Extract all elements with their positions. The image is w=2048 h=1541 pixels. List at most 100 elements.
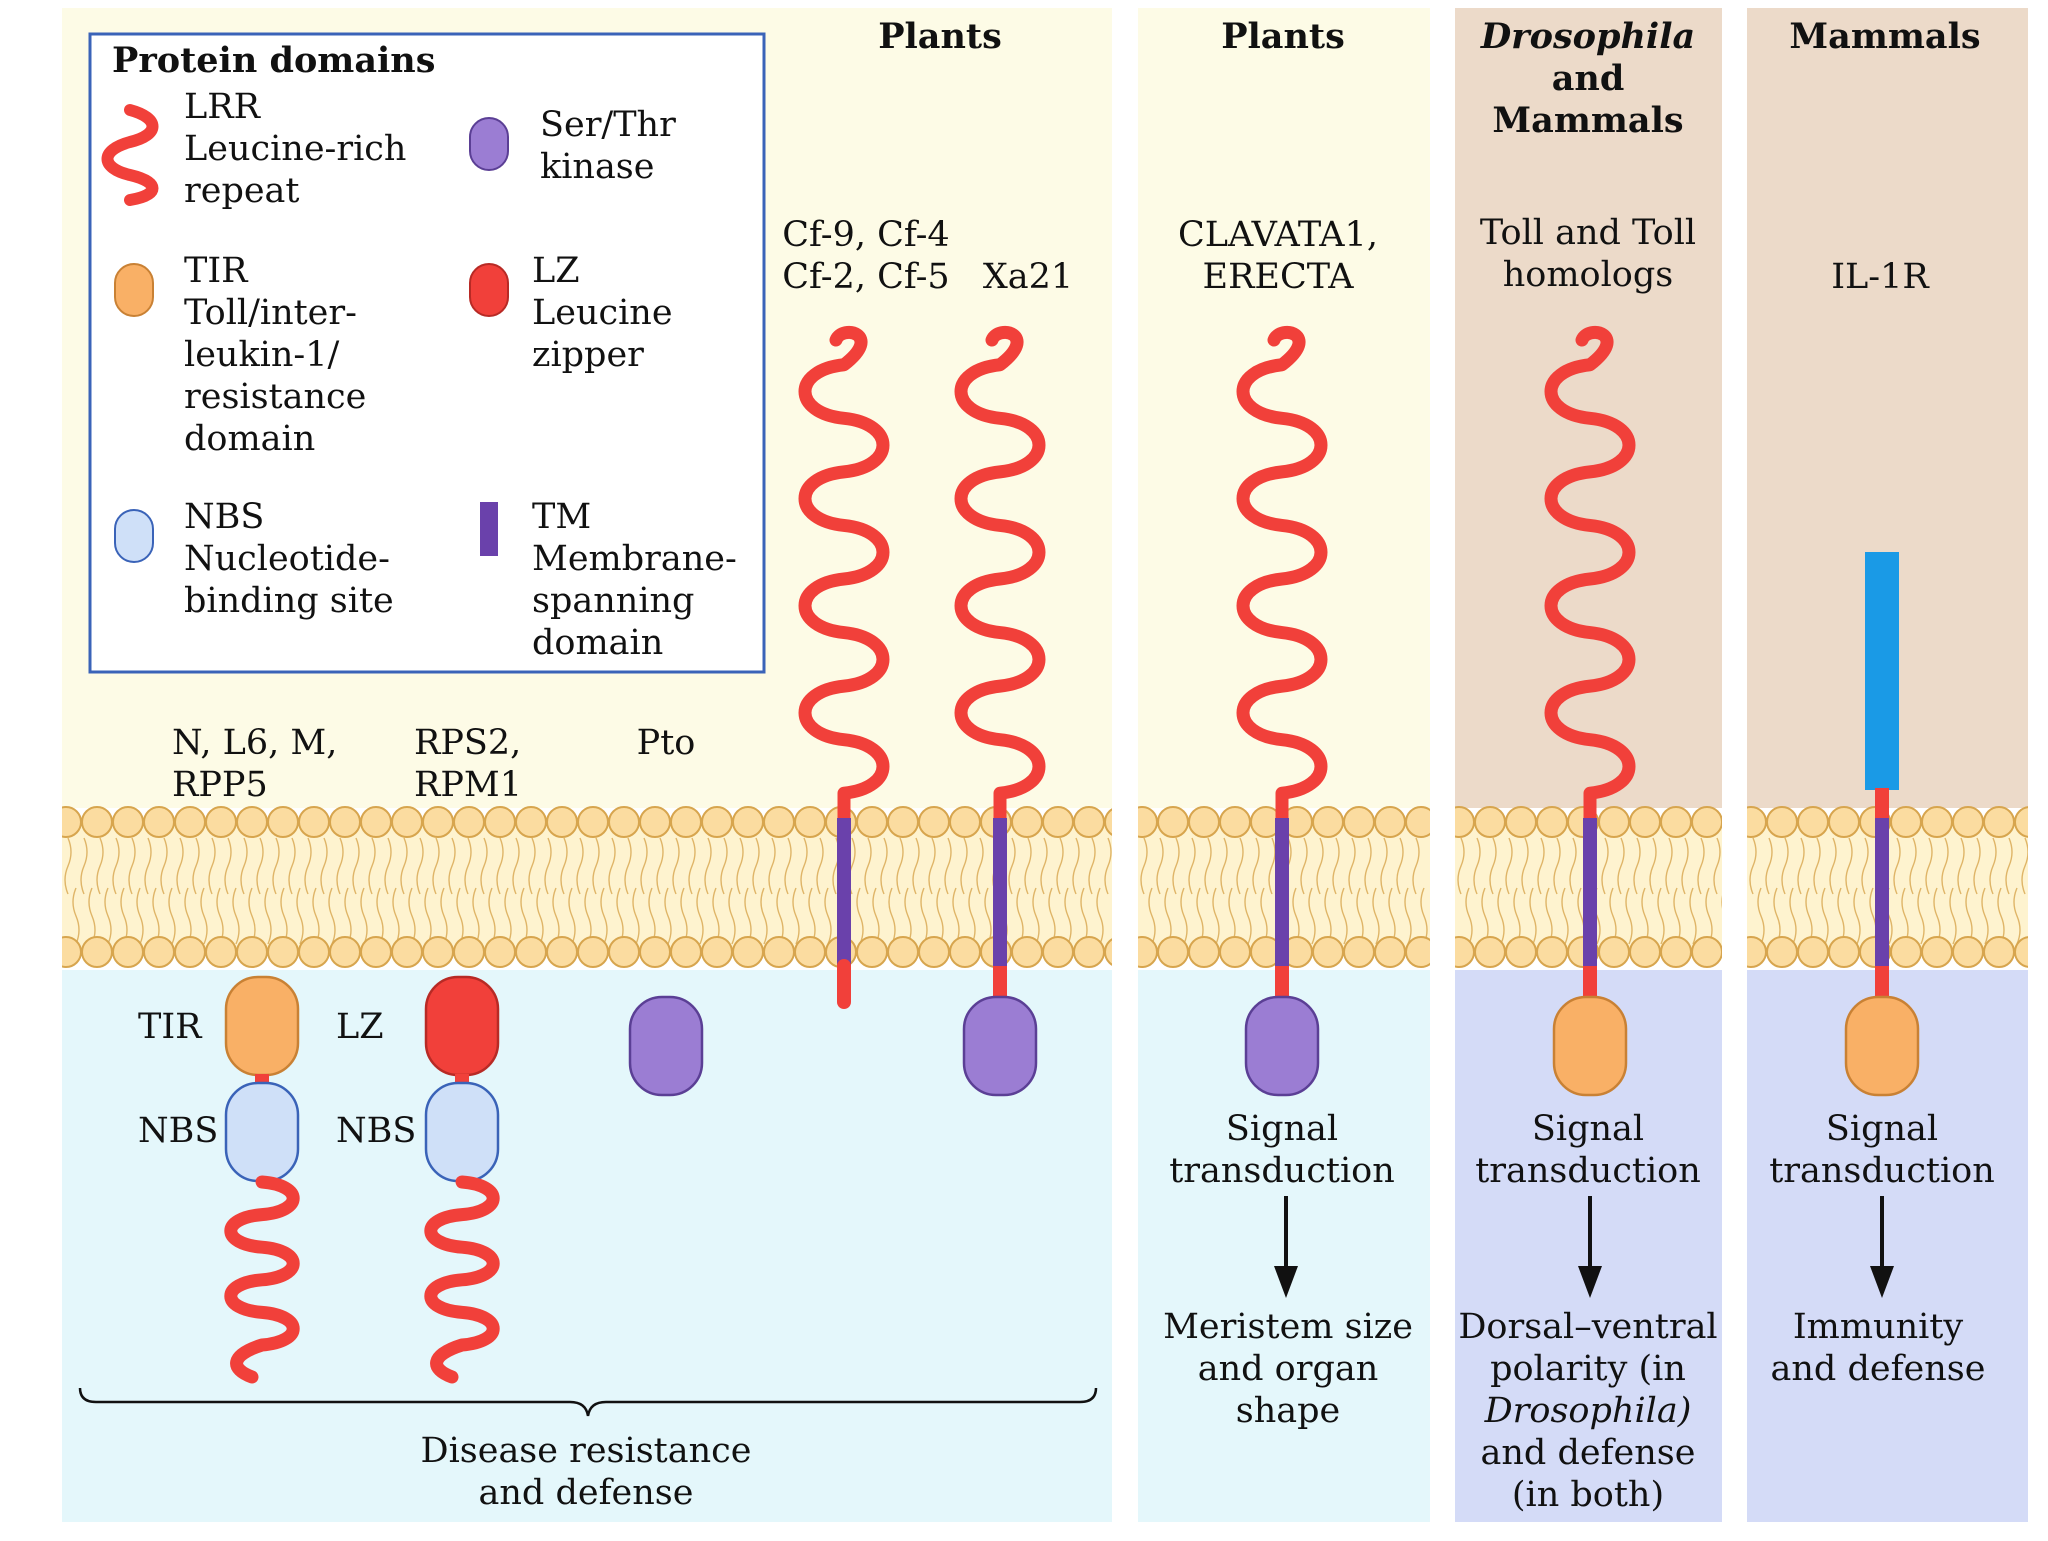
legend-tir-line2: leukin-1/ [184,335,339,375]
lz-legend-icon [469,263,509,317]
xa21-label: Xa21 [983,257,1073,297]
il1r-tir-domain [1844,995,1920,1097]
legend-nbs-line1: Nucleotide- [184,539,390,579]
lipid-head [794,936,826,968]
lipid-head [1073,806,1105,838]
lipid-head [577,806,609,838]
lipid-head [1797,936,1829,968]
membrane-bilayer-3 [1455,806,1722,968]
n-group-label-line1: N, L6, M, [172,723,337,763]
membrane-bilayer-4 [1747,806,2028,968]
lipid-head [732,936,764,968]
lipid-head [701,806,733,838]
lipid-head [1797,806,1829,838]
proteins [224,326,1920,1384]
dorsal-outcome-line3: Drosophila) [1484,1391,1692,1431]
lipid-head [1598,936,1630,968]
lipid-head [1828,936,1860,968]
immunity-outcome-line1: Immunity [1793,1307,1964,1347]
lipid-head [1343,806,1375,838]
lipid-head [62,936,82,968]
dorsal-outcome-line2: polarity (in [1490,1349,1686,1389]
legend-nbs-abbr: NBS [184,497,264,537]
lipid-head [546,936,578,968]
lipid-head [732,806,764,838]
rps-group-label-line2: RPM1 [414,765,522,805]
legend-tm-line3: domain [532,623,663,663]
lipid-head [298,806,330,838]
lipid-head [1455,936,1475,968]
lipid-head [763,806,795,838]
lipid-head [360,806,392,838]
signal-label-p3-line2: transduction [1475,1151,1701,1191]
toll-tir-domain [1552,995,1628,1097]
clavata-kinase-domain [1244,995,1320,1097]
panel-1-header: Plants [878,16,1002,57]
lipid-head [887,806,919,838]
legend-kinase-line1: Ser/Thr [540,105,676,145]
lipid-head [81,806,113,838]
lipid-head [1374,936,1406,968]
lipid-head [949,936,981,968]
n-tir-domain [224,975,300,1077]
lipid-head [1312,806,1344,838]
lipid-head [887,936,919,968]
lipid-head [670,936,702,968]
panel-backgrounds [62,8,2028,1522]
lipid-head [484,936,516,968]
legend-tir-line1: Toll/inter- [184,293,357,333]
signal-arrow-p3 [1578,1196,1602,1298]
lipid-head [267,936,299,968]
lipid-head [1011,936,1043,968]
rps-lrr-domain [424,1175,500,1384]
meristem-outcome-line1: Meristem size [1163,1307,1413,1347]
lipid-head [391,936,423,968]
legend-box [88,32,766,674]
disease-brace [78,1387,1098,1417]
lipid-head [1011,806,1043,838]
lipid-head [1660,806,1692,838]
lipid-head [329,936,361,968]
lipid-head [391,806,423,838]
lipid-head [1921,936,1953,968]
legend-tm-abbr: TM [532,497,591,537]
xa21-kinase-domain [962,995,1038,1097]
membrane-core [62,826,1112,950]
lipid-head [1890,936,1922,968]
lipid-head [1474,806,1506,838]
lipid-head [1505,936,1537,968]
clavata-label-line1: CLAVATA1, [1178,215,1378,255]
lipid-head [112,936,144,968]
lipid-head [453,806,485,838]
xa21-lrr-domain [954,326,1046,827]
rps-group-label-line1: RPS2, [414,723,521,763]
tm-legend-icon [480,502,498,556]
tir-legend-icon [114,263,154,317]
lz-inline-label: LZ [336,1007,384,1047]
lipid-head [1312,936,1344,968]
tir-inline-label: TIR [138,1007,203,1047]
toll-label-line2: homologs [1503,255,1674,295]
lipid-head [1042,936,1074,968]
lipid-head [1073,936,1105,968]
nbs-legend-icon [114,509,154,563]
lipid-head [174,806,206,838]
legend-lz-line1: Leucine [532,293,673,333]
lipid-head [1138,936,1158,968]
lipid-head [360,936,392,968]
lipid-head [1455,806,1475,838]
cf-label-line1: Cf-9, Cf-4 [782,215,949,255]
lipid-head [1660,936,1692,968]
signal-label-p2-line1: Signal [1226,1109,1338,1149]
legend-tir-line4: domain [184,419,315,459]
lipid-head [2014,936,2028,968]
wavy-line-icon [101,104,159,206]
signal-label-p3-line1: Signal [1532,1109,1644,1149]
lipid-head [515,806,547,838]
lipid-head [639,806,671,838]
lipid-head [918,806,950,838]
lipid-head [670,806,702,838]
lipid-head [1104,938,1112,966]
legend-kinase-line2: kinase [540,147,655,187]
